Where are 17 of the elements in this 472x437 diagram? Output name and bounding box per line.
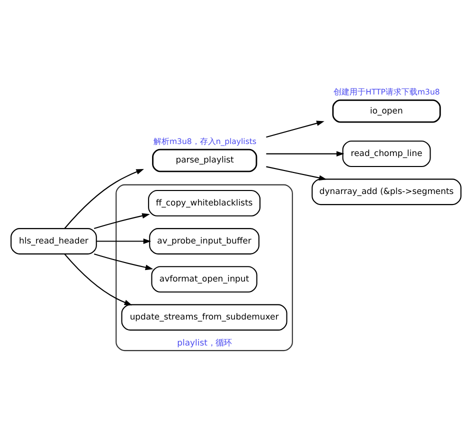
arrow: [266, 166, 327, 181]
node-box: ff_copy_whiteblacklists: [148, 190, 260, 216]
arrow: [64, 254, 132, 306]
node-box: read_chomp_line: [342, 140, 431, 168]
node-box: avformat_open_input: [151, 266, 258, 293]
arrow: [96, 238, 152, 244]
node-box: hls_read_header: [10, 228, 97, 254]
arrow: [64, 168, 144, 229]
node-box: av_probe_input_buffer: [149, 228, 260, 254]
arrow: [94, 213, 150, 229]
arrow: [266, 151, 344, 157]
node-box: parse_playlist: [152, 148, 258, 172]
arrow: [94, 254, 154, 270]
node-box: update_streams_from_subdemuxer: [121, 304, 288, 331]
arrow: [266, 120, 324, 138]
node-box: io_open: [332, 100, 441, 123]
node-box: dynarray_add (&pls->segments: [312, 178, 462, 206]
